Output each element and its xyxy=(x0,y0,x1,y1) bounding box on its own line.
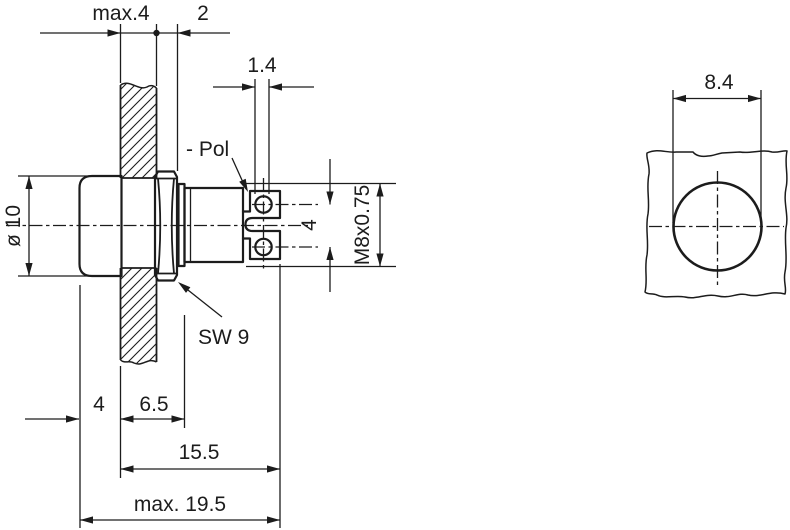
dim-thread-length: 6.5 xyxy=(120,393,185,423)
dim-body-length: 15.5 xyxy=(120,441,280,473)
dim-terminal-thickness: 1.4 xyxy=(213,54,314,194)
dim-label-terminal-pitch: 4 xyxy=(298,219,321,231)
dim-label-mounting-hole-diameter: 8.4 xyxy=(704,71,734,94)
dim-label-nut-thickness: 2 xyxy=(197,2,209,25)
dim-head-length: 4 xyxy=(25,393,105,423)
polarity-label: - Pol xyxy=(186,138,229,161)
dim-label-panel-thickness: max.4 xyxy=(92,2,150,25)
wrench-size-label: SW 9 xyxy=(198,326,249,349)
callout-wrench-size: SW 9 xyxy=(178,282,249,349)
cutout-view: 8.4 xyxy=(644,71,788,299)
dim-head-diameter: ø 10 xyxy=(2,175,90,277)
dim-mounting-hole-diameter: 8.4 xyxy=(672,71,762,223)
main-view: max.4 2 1.4 - Pol ø 10 xyxy=(2,2,396,528)
part-hex-nut xyxy=(153,170,179,282)
dim-terminal-pitch: 4 xyxy=(298,159,334,292)
dim-label-terminal-thickness: 1.4 xyxy=(247,54,277,77)
dim-total-length: max. 19.5 xyxy=(80,493,280,524)
panel-break-line-bottom xyxy=(120,359,157,365)
part-panel-section xyxy=(119,82,158,365)
panel-break-line-top xyxy=(120,82,157,89)
dim-thread-spec: M8x0.75 xyxy=(246,182,396,268)
dim-label-thread-length: 6.5 xyxy=(139,393,168,416)
cutout-panel-outline xyxy=(644,150,788,299)
dim-bottom-group: 4 6.5 15.5 max. 19.5 xyxy=(25,264,281,528)
dim-label-body-length: 15.5 xyxy=(179,441,220,464)
dim-label-total-length: max. 19.5 xyxy=(134,493,226,516)
dim-panel-thickness: max.4 2 xyxy=(40,2,230,171)
panel-hole-edges xyxy=(120,177,157,269)
terminal-centerlines xyxy=(252,178,318,272)
dim-label-head-diameter: ø 10 xyxy=(2,205,25,247)
dim-label-head-length: 4 xyxy=(93,393,105,416)
callout-polarity: - Pol xyxy=(186,138,248,192)
dim-label-thread-spec: M8x0.75 xyxy=(351,185,374,266)
cutout-centerlines xyxy=(649,171,784,285)
